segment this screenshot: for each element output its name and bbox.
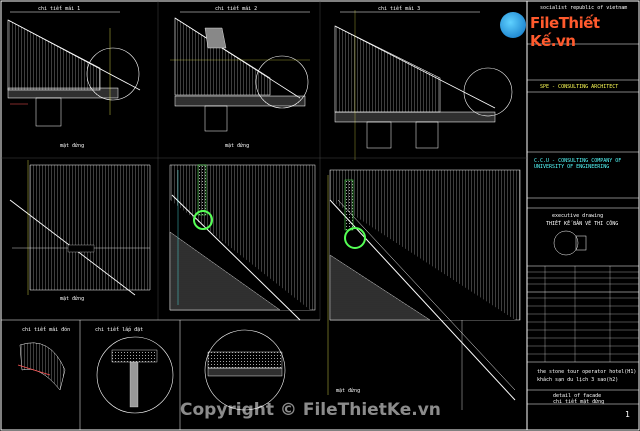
key-plan: [553, 230, 587, 256]
logo-icon: [500, 12, 526, 38]
roof-detail-3: [334, 10, 513, 160]
project-line-2: khách sạn du lịch 3 sao(h2): [537, 377, 619, 383]
detail-a-label: chi tiết mái đón: [22, 327, 71, 333]
logo-text: FileThiết Kế.vn: [530, 14, 600, 50]
copyright-watermark: Copyright © FileThietKe.vn: [180, 400, 441, 420]
elevation-left-small: [9, 160, 151, 296]
detail-a: [17, 342, 66, 391]
detail-c: [204, 329, 286, 411]
drawing-label: executive drawing: [552, 213, 604, 219]
sheet-label-1: detail of facade: [553, 393, 602, 399]
drawing-title: THIẾT KẾ BẢN VẼ THI CÔNG: [546, 221, 619, 227]
view-3-title: chi tiết mái 3: [378, 6, 421, 12]
view-2-section: mặt đứng: [225, 143, 250, 149]
detail-b: [96, 336, 174, 414]
roof-detail-2: [170, 11, 310, 132]
sheet-number: 1: [625, 410, 630, 419]
detail-b-label: chi tiết lắp đặt: [95, 327, 144, 333]
view-2-title: chi tiết mái 2: [215, 6, 258, 12]
elevation-right: [327, 169, 521, 410]
company-name: SPE - CONSULTING ARCHITECT: [540, 84, 619, 90]
view-1-section: mặt đứng: [60, 143, 85, 149]
view-1-title: chi tiết mái 1: [38, 6, 81, 12]
consultant-name: C.C.U - CONSULTING COMPANY OF UNIVERSITY…: [534, 158, 622, 170]
title-block-lines: [527, 43, 639, 405]
site-logo[interactable]: FileThiết Kế.vn: [500, 10, 625, 50]
elevation-center: [169, 164, 316, 321]
project-line-1: the stone tour operator hotel(H1): [537, 369, 637, 375]
country-header: socialist republic of vietnam: [540, 5, 628, 11]
sheet-label-2: chi tiết mặt đứng: [553, 399, 605, 405]
roof-detail-1: [7, 11, 141, 127]
elev-right-label: mặt đứng: [336, 388, 361, 394]
revision-table: [527, 266, 639, 362]
elev-left-label: mặt đứng: [60, 296, 85, 302]
